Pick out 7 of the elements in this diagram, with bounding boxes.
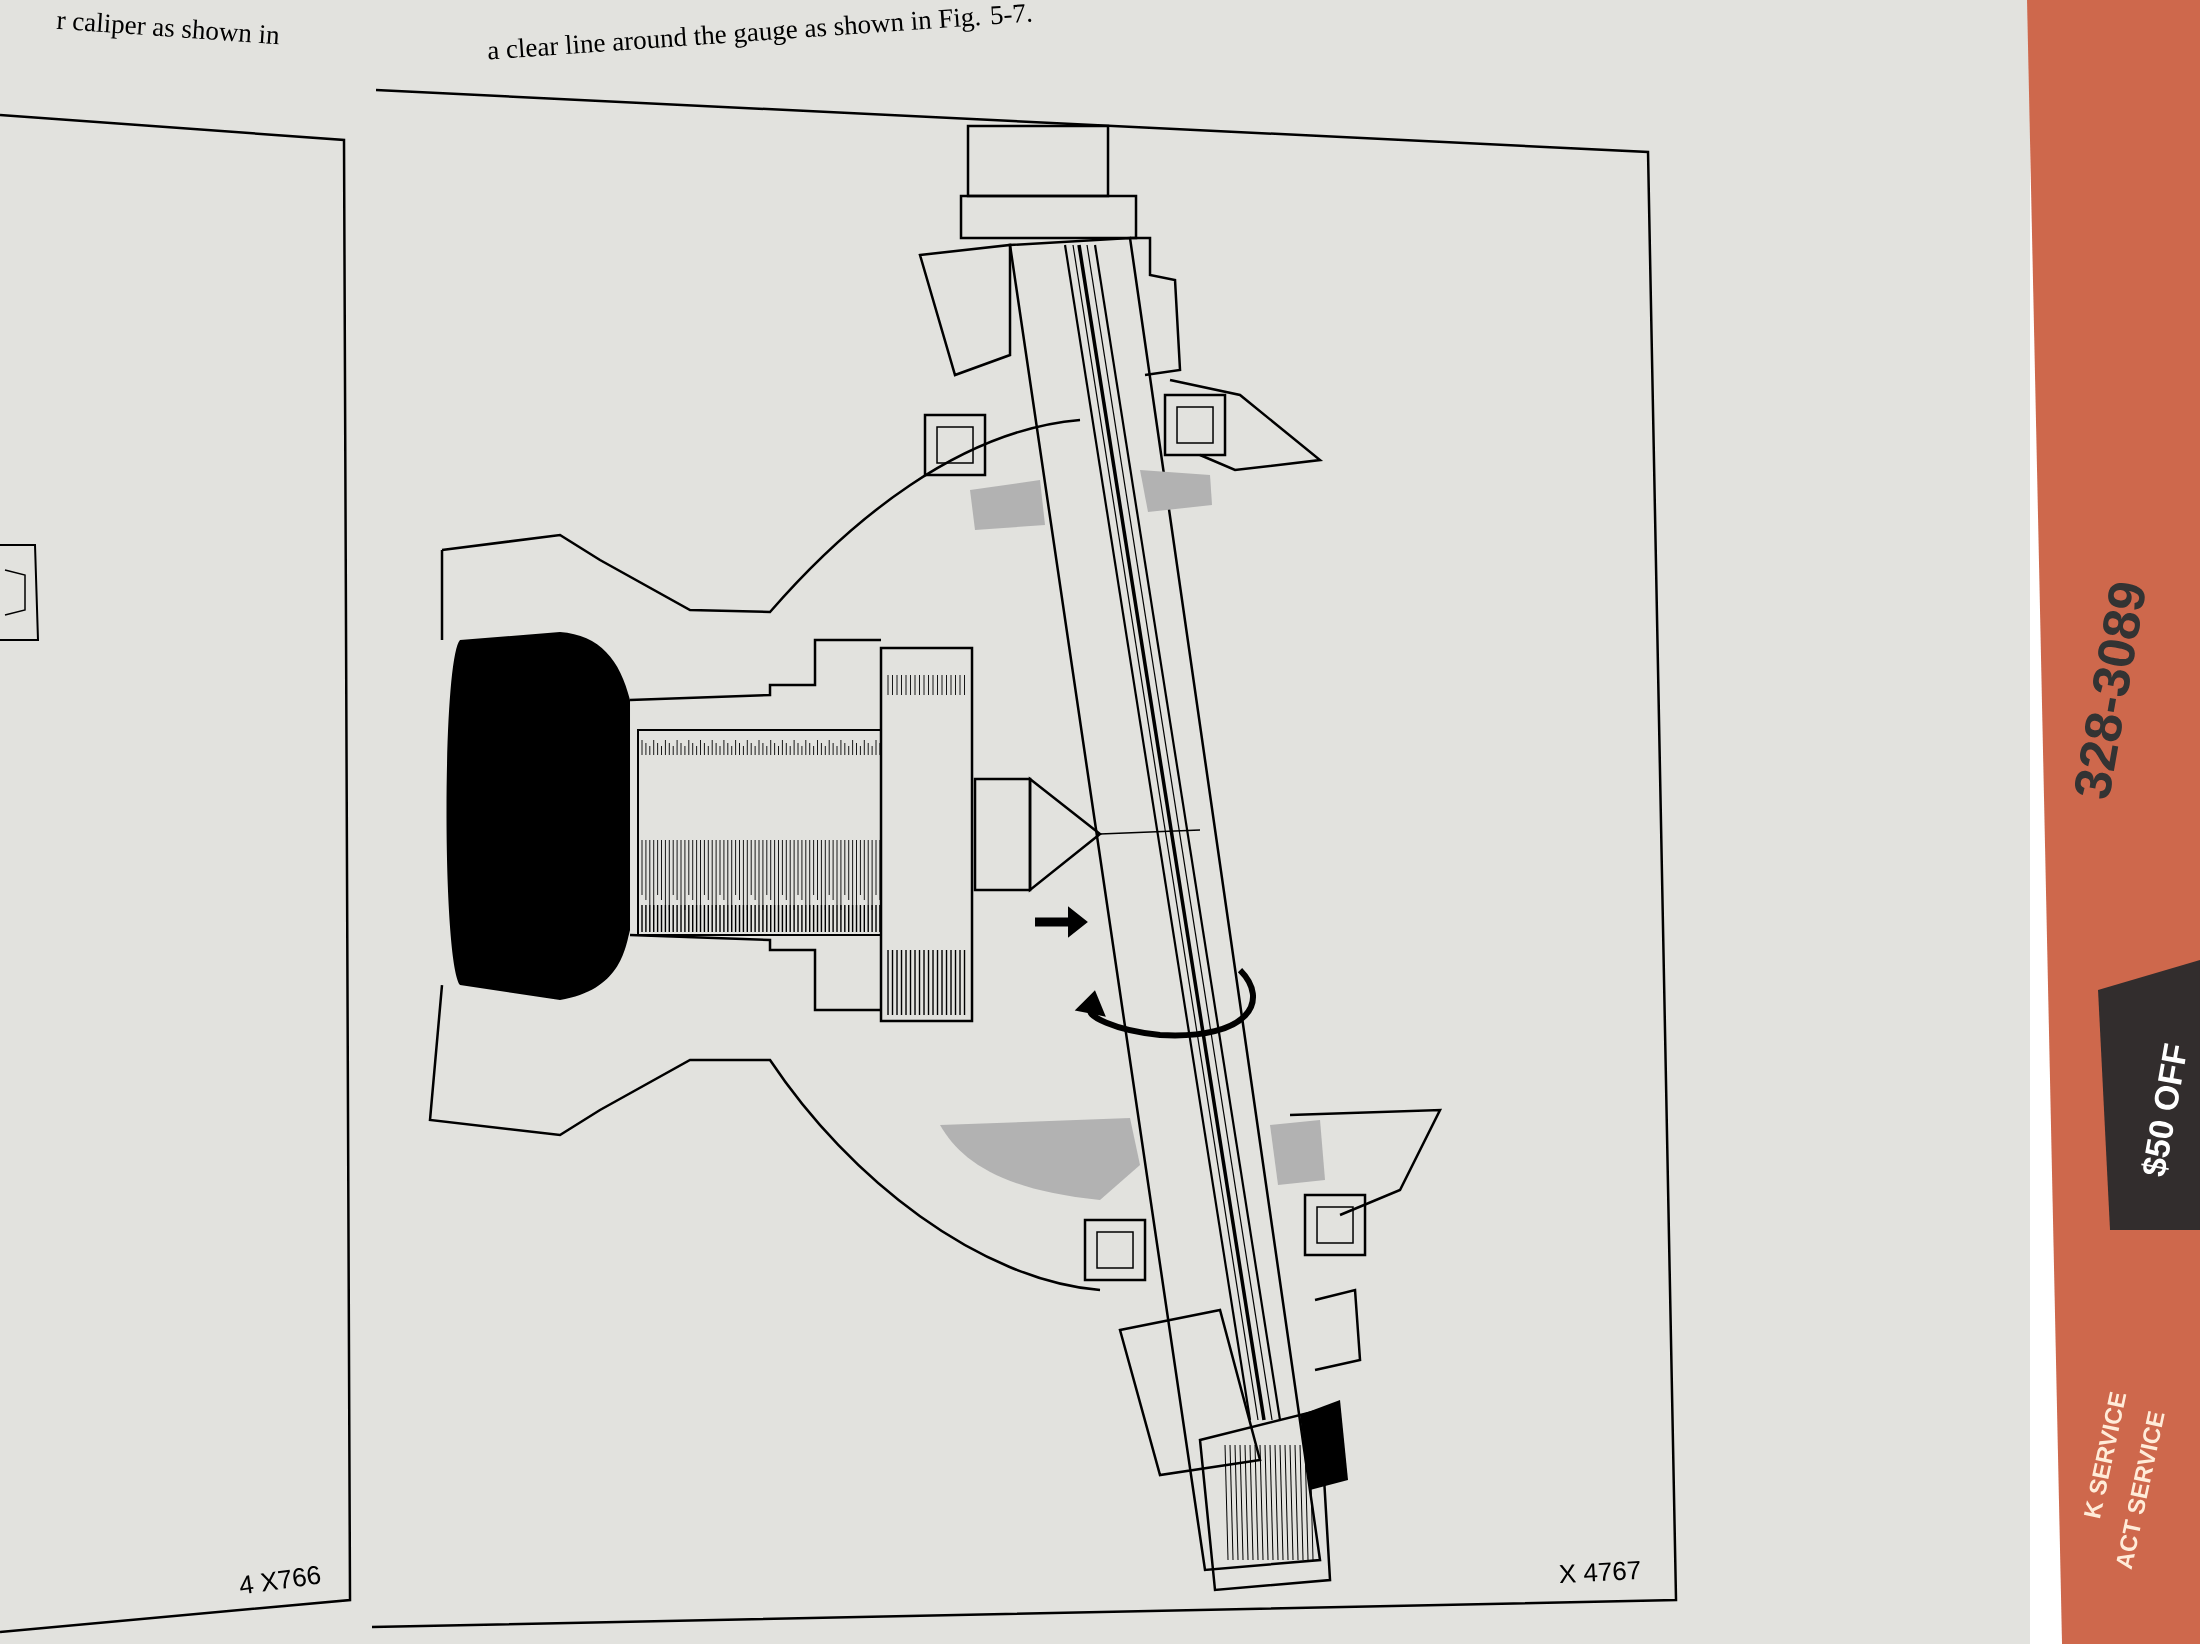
page-text: r caliper as shown in	[56, 12, 279, 45]
figure-number: X 4767	[1559, 1561, 1640, 1584]
flyer-text: K SERVICE	[2083, 1391, 2127, 1519]
flyer-text: $50 OFF	[2141, 1043, 2186, 1177]
page-text: a clear line around the gauge as shown in Fig. 5-7.	[488, 4, 1032, 60]
figure-number: 4 X766	[240, 1566, 321, 1594]
phone-number: 328-3089	[2074, 583, 2145, 799]
